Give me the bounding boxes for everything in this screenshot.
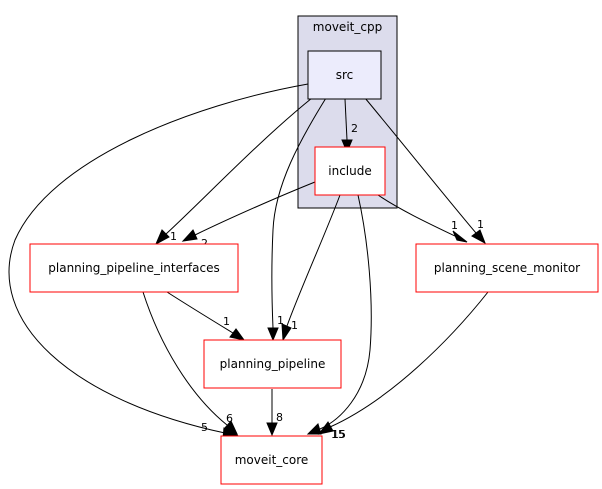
edge-arrowhead [317,421,334,435]
edge-label: 1 [170,230,177,243]
edge-line [166,291,234,334]
node-box [314,146,386,196]
edge-arrowhead [452,230,468,243]
edge-label: 5 [201,421,208,434]
edge-label: 1 [223,315,230,328]
edge-label: 1 [277,314,284,327]
edge-src-planning-pipeline-interfaces[interactable]: 1 [154,97,313,246]
edge-planning-pipeline-moveit-core[interactable]: 8 [266,389,283,437]
node-box [415,243,599,293]
edge-label: 1 [477,218,484,231]
edge-label: 15 [331,428,345,441]
edge-arrowhead [267,327,279,342]
node-planning-pipeline[interactable]: planning_pipeline [203,339,342,389]
edge-include-moveit-core[interactable]: 15 [306,194,372,441]
edge-label: 6 [226,412,233,425]
edge-arrowhead [306,423,322,435]
edge-arrowhead [471,229,486,245]
edge-label: 8 [276,411,283,424]
node-label: include [328,164,371,178]
edge-arrowhead [281,323,292,342]
edge-line [194,181,316,236]
edge-line [142,291,228,426]
node-label: planning_pipeline [220,357,326,371]
edge-label: 15 [332,428,346,441]
node-box [220,435,323,485]
node-label: planning_scene_monitor [434,261,580,275]
edge-line [8,83,309,434]
node-src[interactable]: src [307,50,382,100]
edge-arrowhead [266,422,278,437]
node-box [203,339,342,389]
edge-arrowhead [223,420,238,435]
edge-src-planning-pipeline[interactable]: 1 [267,97,327,342]
edge-line [329,291,489,428]
node-box [307,50,382,100]
edge-include-planning-pipeline[interactable]: 1 [281,194,341,342]
node-label: planning_pipeline_interfaces [48,261,219,275]
edge-line [286,194,341,327]
edge-src-planning-scene-monitor[interactable]: 1 [364,97,486,245]
edge-include-planning-scene-monitor[interactable]: 1 [377,194,468,243]
cluster-label: moveit_cpp [313,20,382,34]
node-include[interactable]: include [314,146,386,196]
node-label: src [336,68,354,82]
edge-line [165,97,313,235]
edge-line [344,98,348,141]
edge-line [364,97,477,234]
node-planning-pipeline-interfaces[interactable]: planning_pipeline_interfaces [29,243,239,293]
edge-arrowhead [229,328,246,341]
edge-planning-scene-monitor-moveit-core[interactable]: 15 [317,291,489,441]
edge-line [271,97,327,329]
node-planning-scene-monitor[interactable]: planning_scene_monitor [415,243,599,293]
edge-arrowhead [341,139,353,154]
edge-line [377,194,456,237]
node-box [29,243,239,293]
edge-include-planning-pipeline-interfaces[interactable]: 2 [181,181,316,250]
edge-planning-pipeline-interfaces-moveit-core[interactable]: 6 [142,291,238,435]
edge-arrowhead [154,229,170,246]
edge-label: 1 [291,319,298,332]
edge-label: 1 [451,219,458,232]
node-moveit-core[interactable]: moveit_core [220,435,323,485]
edge-label: 2 [351,122,358,135]
edge-planning-pipeline-interfaces-planning-pipeline[interactable]: 1 [166,291,246,341]
node-label: moveit_core [235,453,309,467]
edge-arrowhead [181,229,198,242]
edge-line [319,194,372,430]
edge-src-include[interactable]: 2 [341,98,358,154]
